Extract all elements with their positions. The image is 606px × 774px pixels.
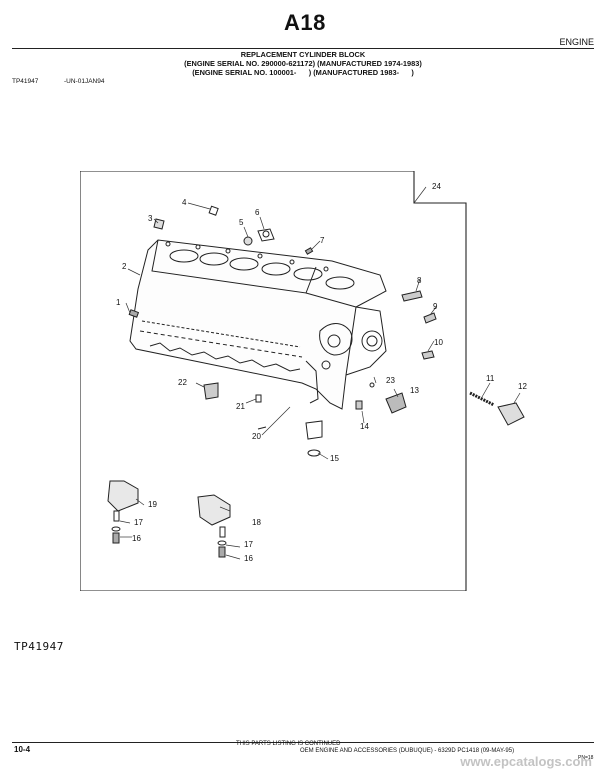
footer-rule [12,742,594,743]
callout-11: 11 [486,374,495,383]
title-line: REPLACEMENT CYLINDER BLOCK [240,50,366,59]
callout-6: 6 [255,208,260,217]
illustration-frame [80,171,467,591]
leader-lines [119,186,521,560]
callout-7: 7 [320,236,325,245]
callout-4: 4 [182,198,187,207]
pn-number: PN=18 [578,755,594,761]
callout-12: 12 [518,382,527,391]
figure-id: TP41947 [14,640,64,653]
callout-2: 2 [122,262,127,271]
continued-note: THIS PARTS LISTING IS CONTINUED [236,741,341,747]
title-line: (ENGINE SERIAL NO. 290000-621172) (MANUF… [184,59,422,68]
callout-21: 21 [236,402,245,411]
callout-13: 13 [410,386,419,395]
callout-1: 1 [116,298,121,307]
callout-16a: 16 [132,534,141,543]
callout-numbers: 1 2 3 4 5 6 7 8 9 10 11 12 13 14 15 16 1… [116,182,527,563]
figure-ref: TP41947 [12,78,39,85]
small-parts [107,205,525,558]
callout-22: 22 [178,378,187,387]
callout-23: 23 [386,376,395,385]
callout-9: 9 [433,302,438,311]
callout-18: 18 [252,518,261,527]
callout-16b: 16 [244,554,253,563]
header-rule [12,48,594,49]
callout-20: 20 [252,432,261,441]
callout-24: 24 [432,182,441,191]
callout-15: 15 [330,454,339,463]
publication-info: OEM ENGINE AND ACCESSORIES (DUBUQUE) - 6… [300,748,515,754]
figure-date: -UN-01JAN94 [64,78,105,85]
callout-5: 5 [239,218,244,227]
page-code: A18 [284,10,326,35]
callout-3: 3 [148,214,153,223]
exploded-view-illustration: 1 2 3 4 5 6 7 8 9 10 11 12 13 14 15 16 1… [80,171,527,591]
watermark: www.epcatalogs.com [460,754,592,769]
callout-17a: 17 [134,518,143,527]
title-line: (ENGINE SERIAL NO. 100001- ) (MANUFACTUR… [192,68,414,77]
callout-8: 8 [417,276,422,285]
cylinder-block [129,239,387,410]
callout-17b: 17 [244,540,253,549]
callout-14: 14 [360,422,369,431]
title-block: REPLACEMENT CYLINDER BLOCK (ENGINE SERIA… [0,50,606,77]
page-number: 10-4 [14,745,31,754]
callout-10: 10 [434,338,443,347]
callout-19: 19 [148,500,157,509]
section-label: ENGINE [559,37,594,47]
